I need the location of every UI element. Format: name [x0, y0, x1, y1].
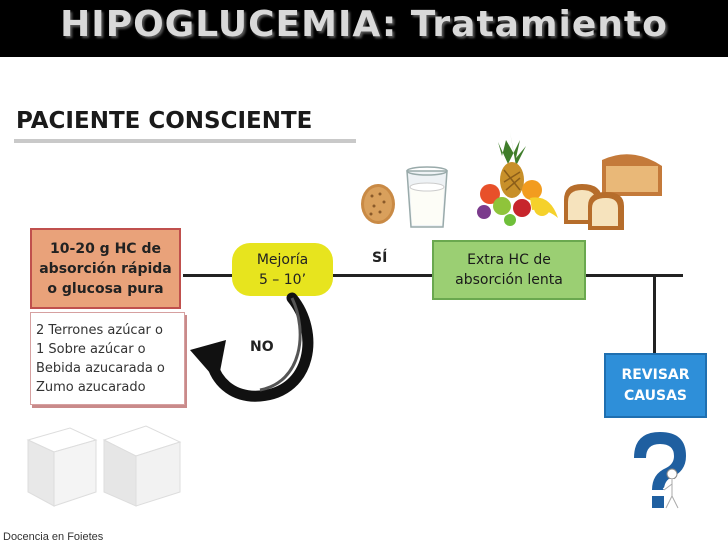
review-causes-box: REVISAR CAUSAS: [604, 353, 707, 418]
flow-line-down: [653, 274, 656, 354]
fruit-basket-image: [477, 132, 558, 226]
sugar-options-box: 2 Terrones azúcar o 1 Sobre azúcar o Beb…: [30, 312, 185, 405]
section-heading: PACIENTE CONSCIENTE: [16, 108, 313, 134]
heading-underline: [14, 139, 356, 143]
milk-glass-image: [406, 166, 448, 228]
slow-hc-box: Extra HC de absorción lenta: [432, 240, 586, 300]
slide-title: HIPOGLUCEMIA: Tratamiento: [60, 4, 668, 45]
bread-image: [564, 154, 662, 230]
yes-label: SÍ: [372, 250, 388, 266]
cookie-image: [361, 184, 395, 224]
loop-back-arrow: [190, 292, 314, 402]
rapid-hc-box: 10-20 g HC de absorción rápida o glucosa…: [30, 228, 181, 309]
improvement-box: Mejoría 5 – 10’: [232, 243, 333, 296]
title-bar: [0, 0, 728, 57]
footer-credit: Docencia en Foietes: [3, 531, 104, 543]
sugar-cubes-image: [26, 425, 182, 507]
no-label: NO: [250, 339, 274, 355]
question-figure-image: [634, 432, 686, 509]
